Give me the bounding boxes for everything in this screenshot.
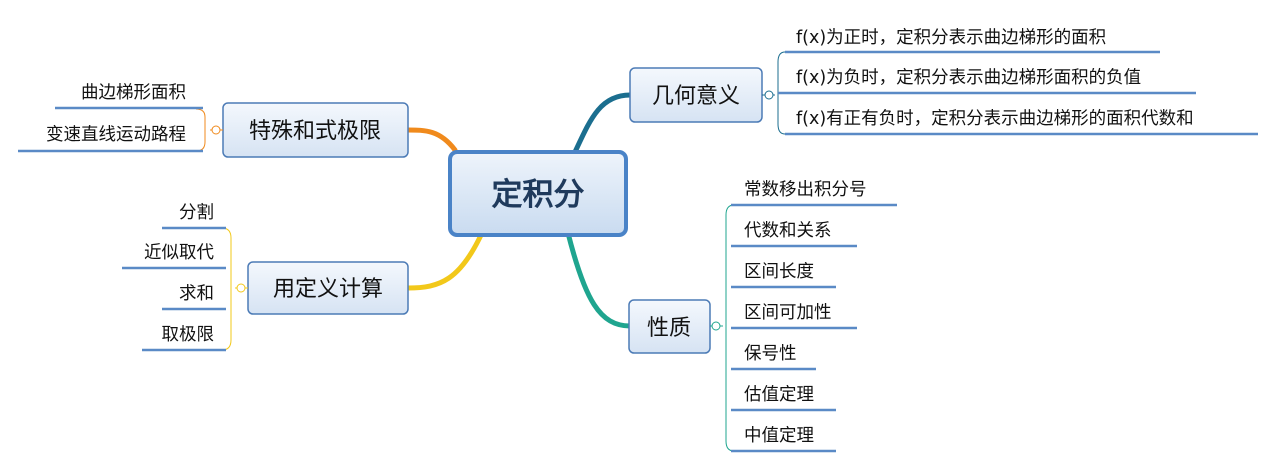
bracket-special bbox=[195, 108, 206, 152]
topic-geometric[interactable]: 几何意义 bbox=[629, 67, 763, 123]
topic-definition[interactable]: 用定义计算 bbox=[247, 261, 409, 315]
branch-line-properties bbox=[565, 230, 633, 329]
definition-items: 分割 近似取代 求和 取极限 bbox=[122, 203, 226, 352]
collapse-icon[interactable] bbox=[236, 283, 246, 293]
leaf-geometric-2[interactable]: f(x)为负时，定积分表示曲边梯形面积的负值 bbox=[778, 68, 1196, 95]
leaf-label: 曲边梯形面积 bbox=[81, 83, 186, 103]
leaf-label: 区间可加性 bbox=[744, 303, 832, 323]
leaf-definition-2[interactable]: 近似取代 bbox=[122, 243, 226, 270]
leaf-special-1[interactable]: 曲边梯形面积 bbox=[55, 83, 203, 110]
topic-definition-label: 用定义计算 bbox=[273, 277, 383, 302]
leaf-label: 保号性 bbox=[744, 344, 797, 364]
leaf-properties-3[interactable]: 区间长度 bbox=[731, 262, 836, 289]
leaf-label: f(x)为正时，定积分表示曲边梯形的面积 bbox=[796, 28, 1106, 48]
bracket-definition bbox=[221, 227, 232, 351]
branch-line-special bbox=[405, 127, 458, 153]
collapse-icon[interactable] bbox=[764, 90, 774, 100]
leaf-definition-3[interactable]: 求和 bbox=[162, 284, 226, 311]
leaf-label: 常数移出积分号 bbox=[744, 180, 867, 200]
leaf-geometric-3[interactable]: f(x)有正有负时，定积分表示曲边梯形的面积代数和 bbox=[785, 109, 1258, 136]
leaf-label: 估值定理 bbox=[744, 385, 814, 405]
collapse-icon[interactable] bbox=[711, 321, 721, 331]
leaf-properties-7[interactable]: 中值定理 bbox=[731, 426, 836, 453]
leaf-label: 取极限 bbox=[162, 325, 215, 345]
topic-properties[interactable]: 性质 bbox=[628, 299, 711, 354]
topic-geometric-label: 几何意义 bbox=[652, 84, 740, 109]
branch-line-geometric bbox=[572, 92, 633, 155]
topic-properties-label: 性质 bbox=[647, 316, 691, 341]
leaf-properties-5[interactable]: 保号性 bbox=[731, 344, 816, 371]
leaf-label: 中值定理 bbox=[744, 426, 814, 446]
central-topic[interactable]: 定积分 bbox=[448, 150, 628, 237]
leaf-label: 近似取代 bbox=[144, 243, 214, 263]
leaf-definition-1[interactable]: 分割 bbox=[162, 203, 226, 230]
leaf-label: f(x)有正有负时，定积分表示曲边梯形的面积代数和 bbox=[796, 109, 1194, 129]
central-topic-label: 定积分 bbox=[492, 177, 585, 213]
topic-special-label: 特殊和式极限 bbox=[249, 119, 381, 144]
leaf-special-2[interactable]: 变速直线运动路程 bbox=[18, 125, 203, 153]
properties-items: 常数移出积分号 代数和关系 区间长度 区间可加性 保号性 估值定理 中值定理 bbox=[731, 180, 897, 453]
leaf-definition-4[interactable]: 取极限 bbox=[142, 325, 226, 352]
leaf-label: f(x)为负时，定积分表示曲边梯形面积的负值 bbox=[796, 68, 1141, 88]
branch-line-definition bbox=[405, 230, 485, 291]
collapse-icon[interactable] bbox=[211, 125, 221, 135]
leaf-label: 求和 bbox=[179, 284, 214, 304]
leaf-label: 分割 bbox=[179, 203, 214, 223]
leaf-properties-1[interactable]: 常数移出积分号 bbox=[731, 180, 897, 207]
leaf-geometric-1[interactable]: f(x)为正时，定积分表示曲边梯形的面积 bbox=[785, 28, 1160, 54]
special-items: 曲边梯形面积 变速直线运动路程 bbox=[18, 83, 203, 153]
leaf-properties-4[interactable]: 区间可加性 bbox=[731, 303, 857, 330]
topic-special[interactable]: 特殊和式极限 bbox=[222, 102, 409, 158]
bracket-properties bbox=[725, 204, 735, 452]
leaf-properties-6[interactable]: 估值定理 bbox=[731, 385, 836, 412]
leaf-label: 区间长度 bbox=[744, 262, 814, 282]
leaf-label: 代数和关系 bbox=[744, 221, 832, 241]
leaf-properties-2[interactable]: 代数和关系 bbox=[731, 221, 857, 248]
geometric-items: f(x)为正时，定积分表示曲边梯形的面积 f(x)为负时，定积分表示曲边梯形面积… bbox=[778, 28, 1258, 136]
leaf-label: 变速直线运动路程 bbox=[46, 125, 186, 145]
